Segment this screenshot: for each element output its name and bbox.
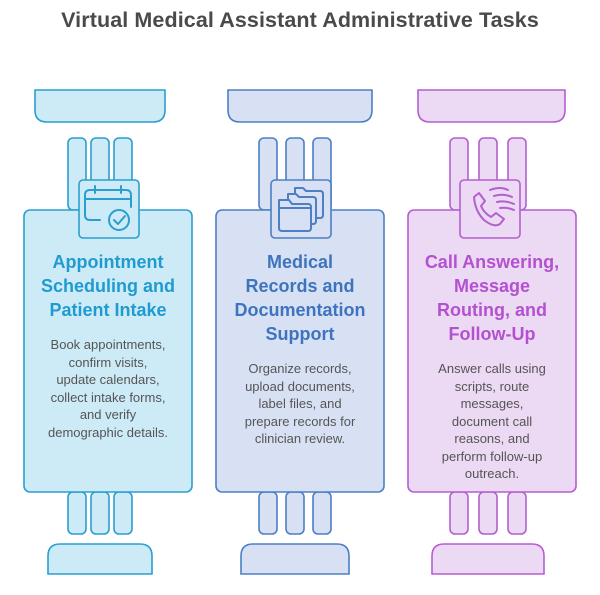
desc-line: clinician review.: [254, 431, 346, 446]
heading-line: Records and: [245, 276, 355, 296]
heading-line: Scheduling and: [40, 276, 175, 296]
desc-line: update calendars,: [56, 372, 160, 387]
pillar-base: [431, 543, 545, 575]
desc-line: prepare records for: [244, 413, 356, 429]
pillar-flute: [312, 491, 332, 535]
desc-line: Organize records,: [248, 361, 352, 376]
desc-line: Book appointments,: [50, 337, 166, 352]
desc-line: label files, and: [258, 396, 342, 411]
pillar-flute: [285, 491, 305, 535]
pillar-appointment: [23, 89, 193, 575]
heading-line: Call Answering,: [424, 252, 560, 272]
pillar-flute: [113, 491, 133, 535]
desc-line: confirm visits,: [68, 354, 148, 370]
pillar-heading: Medical Records and Documentation Suppor…: [222, 250, 378, 346]
pillar-capital: [227, 89, 373, 123]
desc-line: collect intake forms,: [50, 389, 166, 405]
pillar-flute: [67, 491, 87, 535]
desc-line: outreach.: [464, 466, 520, 481]
pillar-flute: [90, 491, 110, 535]
phone-ringing-icon: [473, 187, 515, 227]
icon-badge: [78, 179, 140, 239]
pillar-calls-text: Call Answering, Message Routing, and Fol…: [414, 250, 570, 483]
pillar-heading: Call Answering, Message Routing, and Fol…: [414, 250, 570, 346]
heading-line: Follow-Up: [448, 324, 536, 344]
page-title: Virtual Medical Assistant Administrative…: [61, 8, 539, 32]
heading-line: Routing, and: [437, 300, 547, 320]
pillar-base: [240, 543, 350, 575]
pillar-flute: [478, 491, 498, 535]
pillar-capital: [417, 89, 566, 123]
pillar-base: [47, 543, 153, 575]
pillar-records-text: Medical Records and Documentation Suppor…: [222, 250, 378, 448]
pillar-capital: [34, 89, 166, 123]
heading-line: Message: [453, 276, 531, 296]
desc-line: upload documents,: [245, 378, 355, 394]
heading-line: Patient Intake: [49, 300, 167, 320]
heading-line: Support: [265, 324, 335, 344]
pillar-description: Book appointments, confirm visits, updat…: [30, 336, 186, 441]
heading-line: Appointment: [52, 252, 164, 272]
pillar-flute: [449, 491, 469, 535]
heading-line: Documentation: [234, 300, 366, 320]
desc-line: document call: [451, 413, 533, 429]
desc-line: demographic details.: [48, 424, 168, 440]
folders-icon: [278, 187, 324, 232]
pillar-description: Answer calls using scripts, route messag…: [414, 360, 570, 483]
pillar-flute: [507, 491, 527, 535]
heading-line: Medical: [266, 252, 334, 272]
pillar-appointment-text: Appointment Scheduling and Patient Intak…: [30, 250, 186, 441]
desc-line: and verify: [79, 407, 137, 422]
desc-line: scripts, route: [454, 378, 530, 394]
calendar-check-icon: [84, 185, 132, 231]
desc-line: perform follow-up: [441, 448, 543, 464]
desc-line: messages,: [460, 396, 524, 411]
desc-line: Answer calls using: [438, 361, 546, 376]
pillar-heading: Appointment Scheduling and Patient Intak…: [30, 250, 186, 322]
pillar-description: Organize records, upload documents, labe…: [222, 360, 378, 448]
pillar-calls: [407, 89, 577, 575]
pillar-flute: [258, 491, 278, 535]
desc-line: reasons, and: [454, 431, 530, 446]
